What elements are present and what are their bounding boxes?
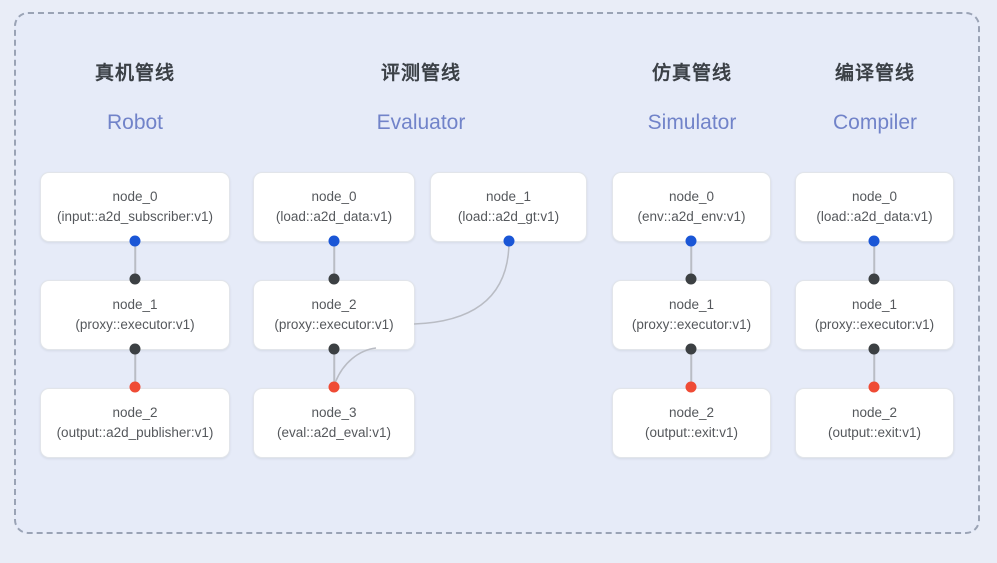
node-simulator-0[interactable]: node_0 (env::a2d_env:v1)	[612, 172, 771, 242]
node-evaluator-3[interactable]: node_3 (eval::a2d_eval:v1)	[253, 388, 415, 458]
node-type: (output::exit:v1)	[827, 425, 922, 440]
edge-compiler-1-2	[873, 349, 875, 386]
port-output-compiler-0[interactable]	[868, 235, 880, 247]
edge-compiler-0-1	[873, 241, 875, 278]
node-type: (input::a2d_subscriber:v1)	[56, 209, 214, 224]
port-output-evaluator-1-gt[interactable]	[503, 235, 515, 247]
node-compiler-1[interactable]: node_1 (proxy::executor:v1)	[795, 280, 954, 350]
node-id: node_0	[851, 189, 898, 204]
port-output-evaluator-2[interactable]	[328, 343, 340, 355]
node-type: (proxy::executor:v1)	[75, 317, 195, 332]
node-id: node_1	[485, 189, 532, 204]
port-output-robot-1[interactable]	[129, 343, 141, 355]
node-id: node_0	[668, 189, 715, 204]
node-type: (output::exit:v1)	[644, 425, 739, 440]
port-input-compiler-2[interactable]	[868, 381, 880, 393]
node-id: node_2	[668, 405, 715, 420]
edge-simulator-0-1	[690, 241, 692, 278]
node-type: (eval::a2d_eval:v1)	[276, 425, 392, 440]
node-robot-1[interactable]: node_1 (proxy::executor:v1)	[40, 280, 230, 350]
port-output-simulator-1[interactable]	[685, 343, 697, 355]
node-id: node_2	[311, 297, 357, 312]
edge-robot-1-2	[134, 349, 136, 386]
node-evaluator-0[interactable]: node_0 (load::a2d_data:v1)	[253, 172, 415, 242]
node-evaluator-2[interactable]: node_2 (proxy::executor:v1)	[253, 280, 415, 350]
node-type: (proxy::executor:v1)	[274, 317, 394, 332]
node-type: (load::a2d_gt:v1)	[457, 209, 560, 224]
node-simulator-1[interactable]: node_1 (proxy::executor:v1)	[612, 280, 771, 350]
port-input-compiler-1[interactable]	[868, 273, 880, 285]
port-output-compiler-1[interactable]	[868, 343, 880, 355]
port-input-evaluator-3[interactable]	[328, 381, 340, 393]
node-simulator-2[interactable]: node_2 (output::exit:v1)	[612, 388, 771, 458]
node-type: (env::a2d_env:v1)	[637, 209, 746, 224]
node-type: (load::a2d_data:v1)	[275, 209, 393, 224]
node-type: (output::a2d_publisher:v1)	[56, 425, 214, 440]
node-type: (proxy::executor:v1)	[814, 317, 935, 332]
node-compiler-2[interactable]: node_2 (output::exit:v1)	[795, 388, 954, 458]
port-input-evaluator-2[interactable]	[328, 273, 340, 285]
node-id: node_3	[311, 405, 357, 420]
node-evaluator-1-gt[interactable]: node_1 (load::a2d_gt:v1)	[430, 172, 587, 242]
port-input-simulator-1[interactable]	[685, 273, 697, 285]
node-robot-2[interactable]: node_2 (output::a2d_publisher:v1)	[40, 388, 230, 458]
port-output-simulator-0[interactable]	[685, 235, 697, 247]
node-id: node_2	[851, 405, 898, 420]
node-type: (load::a2d_data:v1)	[816, 209, 933, 224]
node-robot-0[interactable]: node_0 (input::a2d_subscriber:v1)	[40, 172, 230, 242]
node-type: (proxy::executor:v1)	[631, 317, 752, 332]
node-id: node_1	[668, 297, 715, 312]
port-output-robot-0[interactable]	[129, 235, 141, 247]
node-compiler-0[interactable]: node_0 (load::a2d_data:v1)	[795, 172, 954, 242]
node-id: node_0	[112, 189, 158, 204]
port-output-evaluator-0[interactable]	[328, 235, 340, 247]
node-id: node_1	[112, 297, 158, 312]
edge-robot-0-1	[134, 241, 136, 278]
node-id: node_0	[311, 189, 357, 204]
edge-evaluator-2-3	[333, 349, 335, 386]
port-input-robot-2[interactable]	[129, 381, 141, 393]
port-input-simulator-2[interactable]	[685, 381, 697, 393]
edge-evaluator-0-2	[333, 241, 335, 278]
node-id: node_1	[851, 297, 898, 312]
node-id: node_2	[112, 405, 158, 420]
port-input-robot-1[interactable]	[129, 273, 141, 285]
edge-simulator-1-2	[690, 349, 692, 386]
